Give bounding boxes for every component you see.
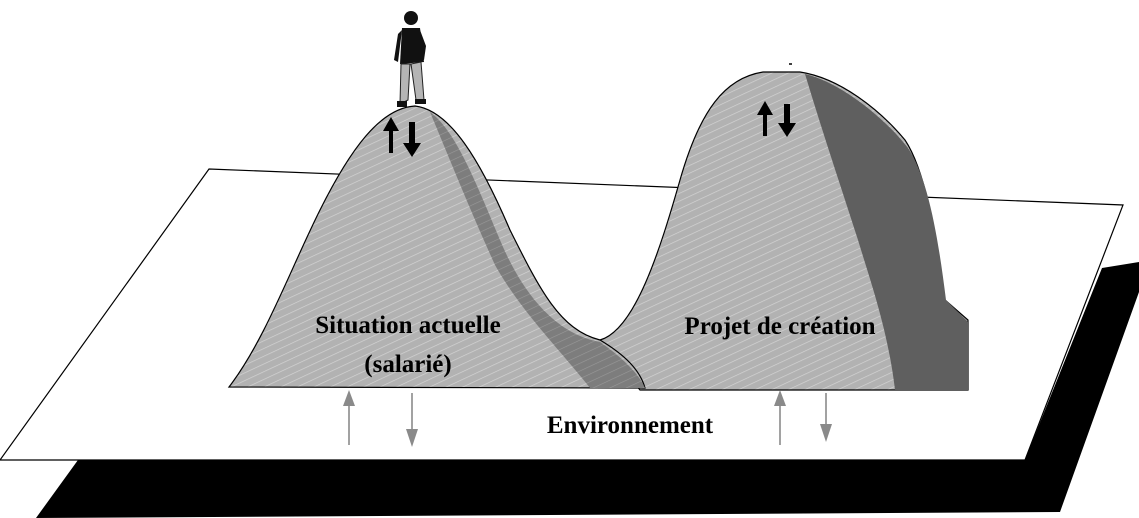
plane-shadow [36,262,1139,518]
left-mountain-label-line1: Situation actuelle [315,312,500,339]
left-mountain [227,105,646,389]
environment-exchange-arrows-icon [343,390,832,447]
right-peak-up-down-arrows-icon [757,101,796,137]
left-mountain-label-line2: (salarié) [364,351,451,378]
left-peak-up-down-arrows-icon [383,117,421,157]
environment-label: Environnement [547,412,714,439]
right-mountain [598,63,969,391]
person-standing-icon [394,11,426,107]
right-mountain-label: Projet de création [684,313,875,340]
